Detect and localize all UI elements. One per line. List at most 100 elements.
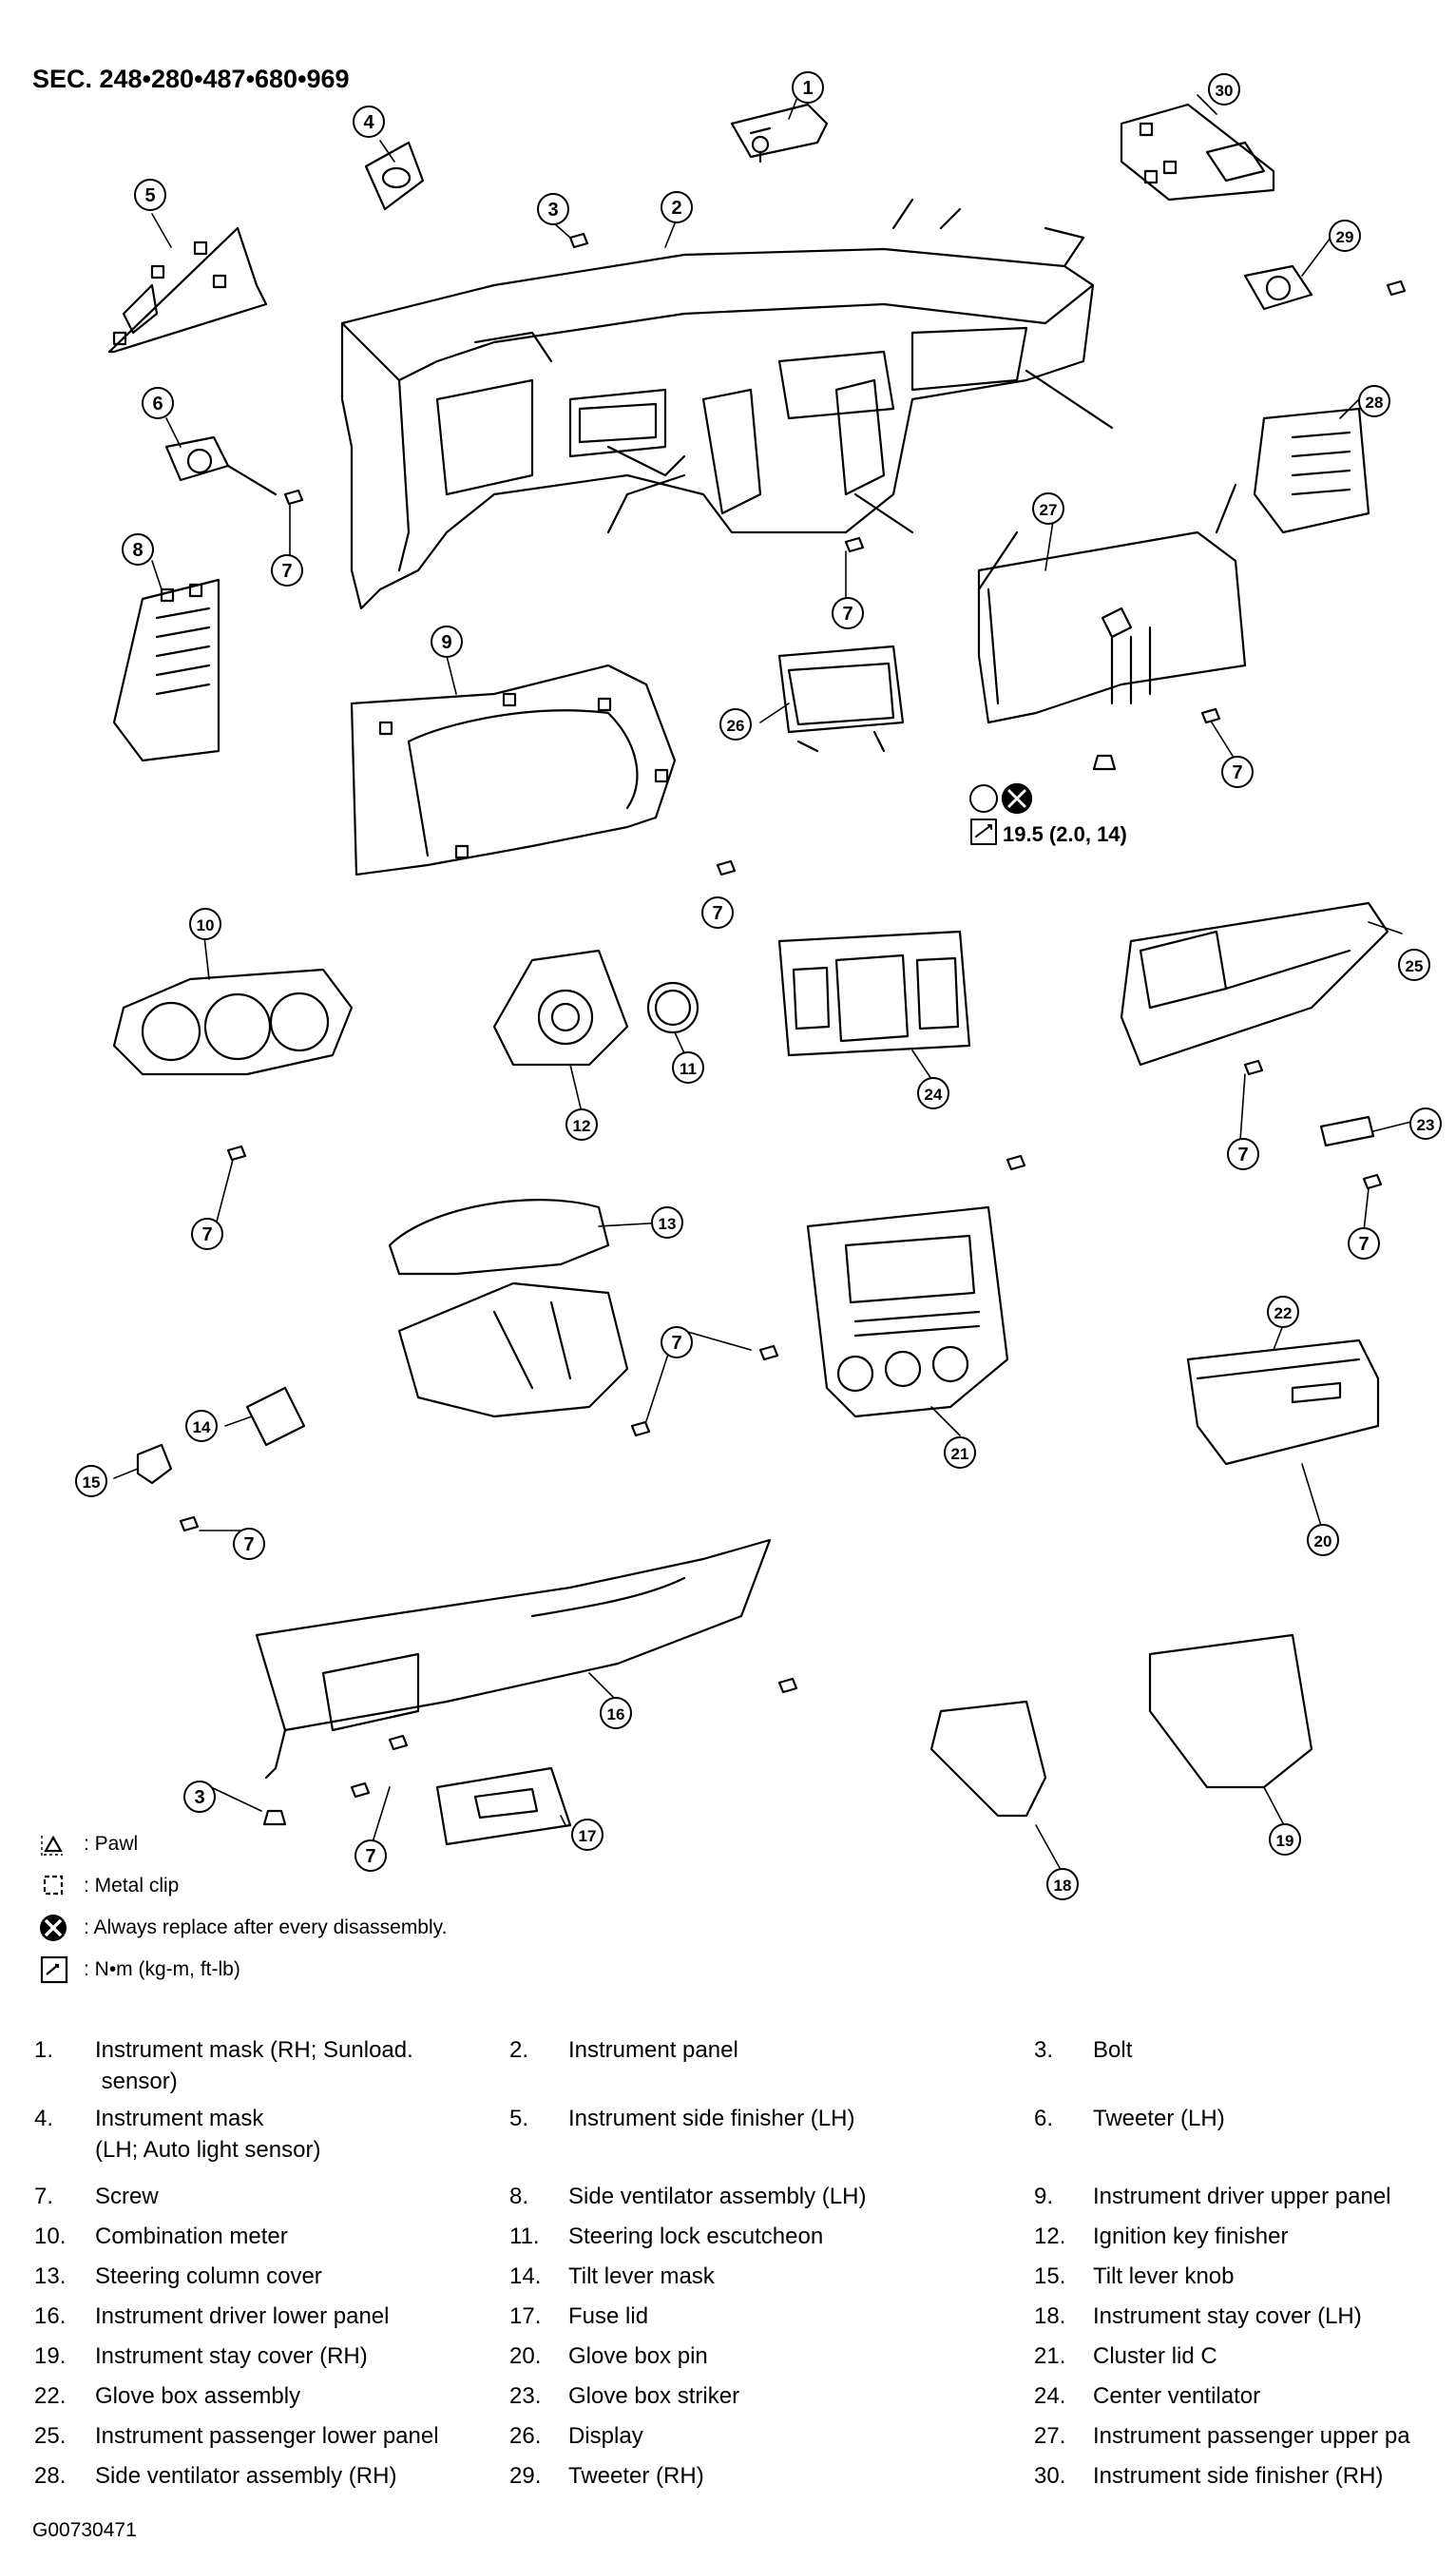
stay-cover-lh-part (929, 1700, 1047, 1818)
callout-number: 9 (441, 632, 451, 653)
legend-pawl-text: : Pawl (84, 1833, 139, 1855)
part-name: Glove box striker (568, 2383, 740, 2409)
side-ventilator-rh-part (1253, 407, 1370, 534)
part-name: Instrument driver upper panel (1093, 2184, 1391, 2209)
callout-3: 3 (537, 193, 569, 225)
passenger-upper-panel-part (977, 483, 1247, 724)
center-ventilator-part (777, 930, 971, 1057)
callout-12: 12 (565, 1108, 598, 1141)
steering-column-cover-part (388, 1199, 629, 1418)
callout-number: 7 (842, 604, 853, 625)
part-name: Instrument stay cover (RH) (95, 2343, 368, 2369)
callout-8: 8 (122, 533, 154, 566)
figure-code: G00730471 (32, 2519, 137, 2541)
legend-torque: : N•m (kg-m, ft-lb) (34, 1949, 699, 1991)
part-number: 27. (1034, 2423, 1066, 2449)
callout-number: 7 (712, 903, 722, 924)
callout-29: 29 (1329, 220, 1361, 252)
tilt-lever-mask-part (245, 1386, 306, 1447)
part-number: 3. (1034, 2037, 1054, 2063)
callout-9: 9 (431, 626, 463, 658)
part-number: 6. (1034, 2106, 1054, 2131)
part-number: 8. (509, 2184, 529, 2209)
part-number: 15. (1034, 2263, 1066, 2289)
callout-number: 24 (925, 1086, 943, 1104)
part-number: 13. (34, 2263, 67, 2289)
instrument-mask-lh-part (364, 141, 425, 211)
part-number: 14. (509, 2263, 542, 2289)
callout-17: 17 (571, 1819, 603, 1851)
instrument-mask-rh-part (730, 103, 829, 164)
leader-lines (113, 94, 1412, 1869)
part-number: 26. (509, 2423, 542, 2449)
part-name: Instrument panel (568, 2037, 738, 2063)
part-number: 10. (34, 2224, 67, 2249)
part-name: Side ventilator assembly (LH) (568, 2184, 867, 2209)
legend-torque-text: : N•m (kg-m, ft-lb) (84, 1958, 240, 1980)
part-number: 30. (1034, 2463, 1066, 2489)
side-finisher-lh-part (107, 226, 268, 354)
callout-number: 3 (547, 200, 558, 221)
callout-number: 16 (607, 1705, 625, 1723)
callout-number: 7 (243, 1534, 254, 1555)
part-number: 24. (1034, 2383, 1066, 2409)
callout-number: 26 (727, 717, 745, 735)
legend-metal-clip-text: : Metal clip (84, 1875, 180, 1897)
callout-7: 7 (233, 1528, 265, 1560)
callout-number: 22 (1274, 1304, 1293, 1322)
stay-cover-rh-part (1148, 1633, 1313, 1789)
callout-number: 8 (132, 540, 143, 561)
part-name: Fuse lid (568, 2303, 649, 2329)
callout-28: 28 (1358, 385, 1390, 417)
callout-number: 1 (802, 78, 813, 99)
part-name: Instrument stay cover (LH) (1093, 2303, 1362, 2329)
callout-7: 7 (661, 1326, 693, 1358)
callout-24: 24 (917, 1077, 949, 1109)
callout-number: 13 (659, 1215, 677, 1233)
driver-upper-panel-part (350, 664, 677, 876)
callout-number: 28 (1366, 394, 1384, 412)
part-name: Steering column cover (95, 2263, 322, 2289)
tweeter-rh-part (1243, 264, 1313, 311)
callout-7: 7 (1227, 1138, 1259, 1170)
part-name: Instrument driver lower panel (95, 2303, 390, 2329)
part-name: Instrument mask (RH; Sunload. sensor) (95, 2037, 413, 2094)
torque-spec-text: 19.5 (2.0, 14) (1003, 822, 1127, 846)
tilt-lever-knob-part (136, 1443, 173, 1485)
glove-box-striker-part (1319, 1115, 1375, 1147)
legend-pawl: : Pawl (34, 1823, 699, 1865)
callout-number: 10 (197, 916, 215, 934)
callout-number: 7 (1232, 762, 1242, 783)
callout-7: 7 (701, 896, 734, 929)
section-title: SEC. 248•280•487•680•969 (32, 65, 350, 93)
callout-number: 5 (144, 185, 155, 206)
callout-number: 7 (201, 1224, 212, 1245)
callout-number: 11 (680, 1060, 697, 1078)
part-number: 11. (509, 2224, 540, 2249)
part-name: Tweeter (LH) (1093, 2106, 1225, 2131)
legend-metal-clip: : Metal clip (34, 1865, 699, 1907)
callout-number: 6 (152, 394, 163, 414)
callout-number: 19 (1276, 1832, 1294, 1850)
part-number: 22. (34, 2383, 67, 2409)
part-name: Glove box pin (568, 2343, 708, 2369)
part-number: 17. (509, 2303, 542, 2329)
callout-number: 4 (363, 112, 374, 133)
cluster-lid-c-part (806, 1205, 1009, 1418)
part-number: 2. (509, 2037, 529, 2063)
callout-4: 4 (353, 106, 385, 138)
part-name: Glove box assembly (95, 2383, 301, 2409)
torque-icon (40, 1955, 68, 1984)
callout-number: 15 (83, 1473, 101, 1492)
callout-26: 26 (719, 708, 752, 741)
callout-22: 22 (1267, 1296, 1299, 1328)
callout-number: 3 (194, 1787, 204, 1808)
part-number: 9. (1034, 2184, 1054, 2209)
part-name: Display (568, 2423, 643, 2449)
callout-21: 21 (944, 1436, 976, 1469)
callout-1: 1 (792, 71, 824, 104)
callout-number: 7 (671, 1333, 681, 1354)
callout-number: 23 (1417, 1116, 1435, 1134)
callout-number: 21 (951, 1445, 969, 1463)
callout-15: 15 (75, 1465, 107, 1497)
